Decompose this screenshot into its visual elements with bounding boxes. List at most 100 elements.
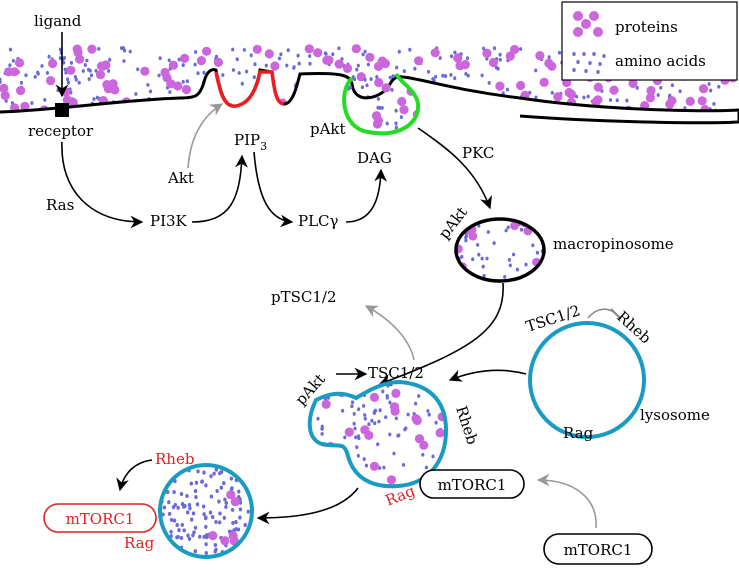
- amino-acid-dot: [434, 420, 438, 425]
- protein-dot: [628, 78, 638, 88]
- amino-acid-dot: [443, 396, 446, 401]
- amino-acid-dot: [167, 551, 171, 556]
- protein-dot: [321, 399, 331, 409]
- amino-acid-dot: [429, 100, 433, 104]
- amino-acid-dot: [107, 69, 111, 73]
- amino-acid-dot: [134, 92, 138, 96]
- amino-acid-dot: [341, 408, 345, 413]
- protein-dot: [87, 44, 97, 54]
- amino-acid-dot: [432, 382, 436, 385]
- amino-acid-dot: [372, 410, 376, 414]
- rheb-mid-label: Rheb: [452, 404, 481, 447]
- dag-cup: [342, 72, 421, 136]
- protein-dot: [412, 415, 422, 426]
- amino-acid-dot: [325, 84, 330, 89]
- amino-acid-dot: [176, 534, 180, 540]
- amino-acid-dot: [204, 524, 208, 529]
- protein-dot: [202, 46, 212, 56]
- amino-acid-dot: [354, 481, 358, 486]
- amino-acid-dot: [476, 242, 480, 247]
- amino-acid-dot: [505, 97, 509, 102]
- amino-acid-dot: [234, 520, 238, 525]
- amino-acid-dot: [340, 476, 344, 481]
- amino-acid-dot: [709, 88, 713, 93]
- protein-dot: [186, 103, 197, 112]
- amino-acid-dot: [146, 82, 150, 87]
- amino-acid-dot: [318, 92, 322, 97]
- amino-acid-dot: [363, 416, 367, 421]
- protein-dot: [566, 89, 577, 99]
- amino-acid-dot: [174, 107, 178, 112]
- amino-acid-dot: [625, 98, 629, 103]
- amino-acid-dot: [308, 54, 312, 58]
- legend-amino-acid-dot: [598, 62, 602, 66]
- amino-acid-dot: [250, 483, 252, 488]
- amino-acid-dot: [477, 252, 481, 257]
- protein-dot: [134, 110, 144, 112]
- amino-acid-dot: [384, 415, 388, 420]
- amino-acid-dot: [408, 82, 413, 86]
- legend-amino-acid-dot: [602, 54, 606, 58]
- amino-acid-dot: [212, 471, 216, 476]
- amino-acid-dot: [179, 535, 184, 541]
- protein-dot: [342, 63, 353, 73]
- amino-acid-dot: [176, 505, 180, 510]
- amino-acid-dot: [464, 238, 468, 243]
- protein-dot: [391, 388, 401, 398]
- amino-acid-dot: [608, 98, 613, 102]
- protein-dot: [645, 93, 656, 103]
- ras-label: Ras: [46, 196, 74, 214]
- amino-acid-dot: [97, 46, 101, 51]
- protein-dot: [539, 77, 549, 87]
- amino-acid-dot: [186, 533, 190, 538]
- amino-acid-dot: [69, 60, 73, 65]
- amino-acid-dot: [8, 63, 12, 68]
- amino-acid-dot: [167, 511, 172, 516]
- amino-acid-dot: [353, 77, 357, 82]
- amino-acid-dot: [363, 77, 367, 82]
- amino-acid-dot: [209, 494, 214, 499]
- amino-acid-dot: [394, 125, 398, 130]
- protein-dot: [414, 434, 425, 444]
- amino-acid-dot: [325, 451, 329, 455]
- amino-acid-dot: [325, 81, 330, 86]
- protein-dot: [609, 85, 619, 95]
- arrow-pip3-to-plcg: [253, 151, 294, 228]
- protein-dot: [505, 51, 515, 61]
- protein-dot: [482, 48, 492, 58]
- protein-dot: [364, 430, 374, 440]
- amino-acid-dot: [169, 517, 174, 522]
- amino-acid-dot: [62, 55, 66, 60]
- amino-acid-dot: [176, 112, 179, 116]
- amino-acid-dot: [426, 90, 430, 95]
- amino-acid-dot: [215, 488, 219, 494]
- amino-acid-dot: [376, 442, 380, 447]
- amino-acid-dot: [385, 121, 389, 126]
- protein-dot: [14, 58, 25, 68]
- amino-acid-dot: [321, 477, 326, 482]
- amino-acid-dot: [252, 75, 256, 80]
- amino-acid-dot: [482, 273, 486, 278]
- amino-acid-dot: [539, 226, 543, 231]
- protein-dot: [168, 60, 178, 70]
- protein-dot: [510, 221, 519, 231]
- pkc-label: PKC: [462, 144, 494, 162]
- amino-acid-dot: [419, 110, 423, 112]
- amino-acid-dot: [408, 47, 412, 52]
- amino-acid-dot: [204, 550, 208, 556]
- arrow-mtorc1-bottom-to-mid: [536, 473, 597, 529]
- amino-acid-dot: [172, 490, 176, 495]
- amino-acid-dot: [185, 493, 189, 499]
- amino-acid-dot: [83, 63, 87, 68]
- protein-dot: [381, 83, 391, 93]
- amino-acid-dot: [489, 110, 493, 112]
- protein-dot: [95, 70, 106, 80]
- amino-acid-dot: [550, 106, 554, 111]
- amino-acid-dot: [279, 52, 283, 57]
- amino-acid-dot: [399, 115, 403, 120]
- protein-dot: [386, 475, 397, 485]
- amino-acid-dot: [128, 49, 132, 54]
- amino-acid-dot: [335, 84, 339, 89]
- amino-acid-dot: [312, 456, 316, 461]
